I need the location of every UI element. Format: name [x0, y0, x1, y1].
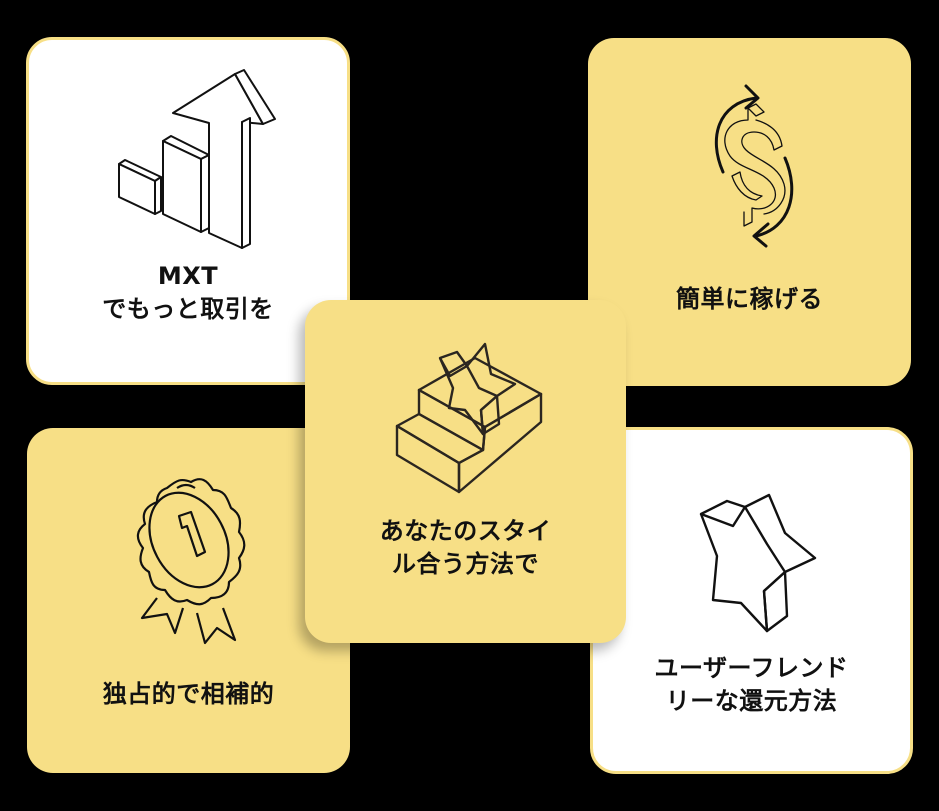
feature-card-user-friendly: ユーザーフレンド リーな還元方法 [590, 427, 913, 774]
dollar-exchange-icon [688, 78, 818, 248]
feature-card-earn-easily: 簡単に稼げる [588, 38, 911, 386]
feature-card-your-style: あなたのスタイ ル合う方法で [305, 300, 626, 643]
card-title: あなたのスタイ ル合う方法で [305, 515, 626, 581]
card-title: MXT でもっと取引を [29, 260, 347, 326]
feature-card-trade-more: MXT でもっと取引を [26, 37, 350, 385]
card-title-line-1: MXT [157, 262, 219, 290]
card-title-line-2: でもっと取引を [102, 295, 274, 323]
card-title-line-1: ユーザーフレンド [654, 654, 849, 682]
card-title: 独占的で相補的 [27, 678, 350, 711]
card-title: 簡単に稼げる [588, 283, 911, 316]
feature-card-exclusive: 独占的で相補的 [27, 428, 350, 773]
card-title: ユーザーフレンド リーな還元方法 [593, 652, 910, 718]
card-title-line-1: 簡単に稼げる [676, 285, 823, 313]
card-title-line-2: リーな還元方法 [665, 687, 838, 715]
bar-chart-arrow-up-icon [99, 69, 276, 250]
card-title-line-1: あなたのスタイ [379, 517, 552, 545]
card-title-line-1: 独占的で相補的 [102, 680, 275, 708]
star-on-podium-icon [395, 338, 545, 498]
award-ribbon-number-one-icon [117, 468, 257, 645]
card-title-line-2: ル合う方法で [392, 550, 539, 578]
3d-star-icon [693, 490, 823, 640]
